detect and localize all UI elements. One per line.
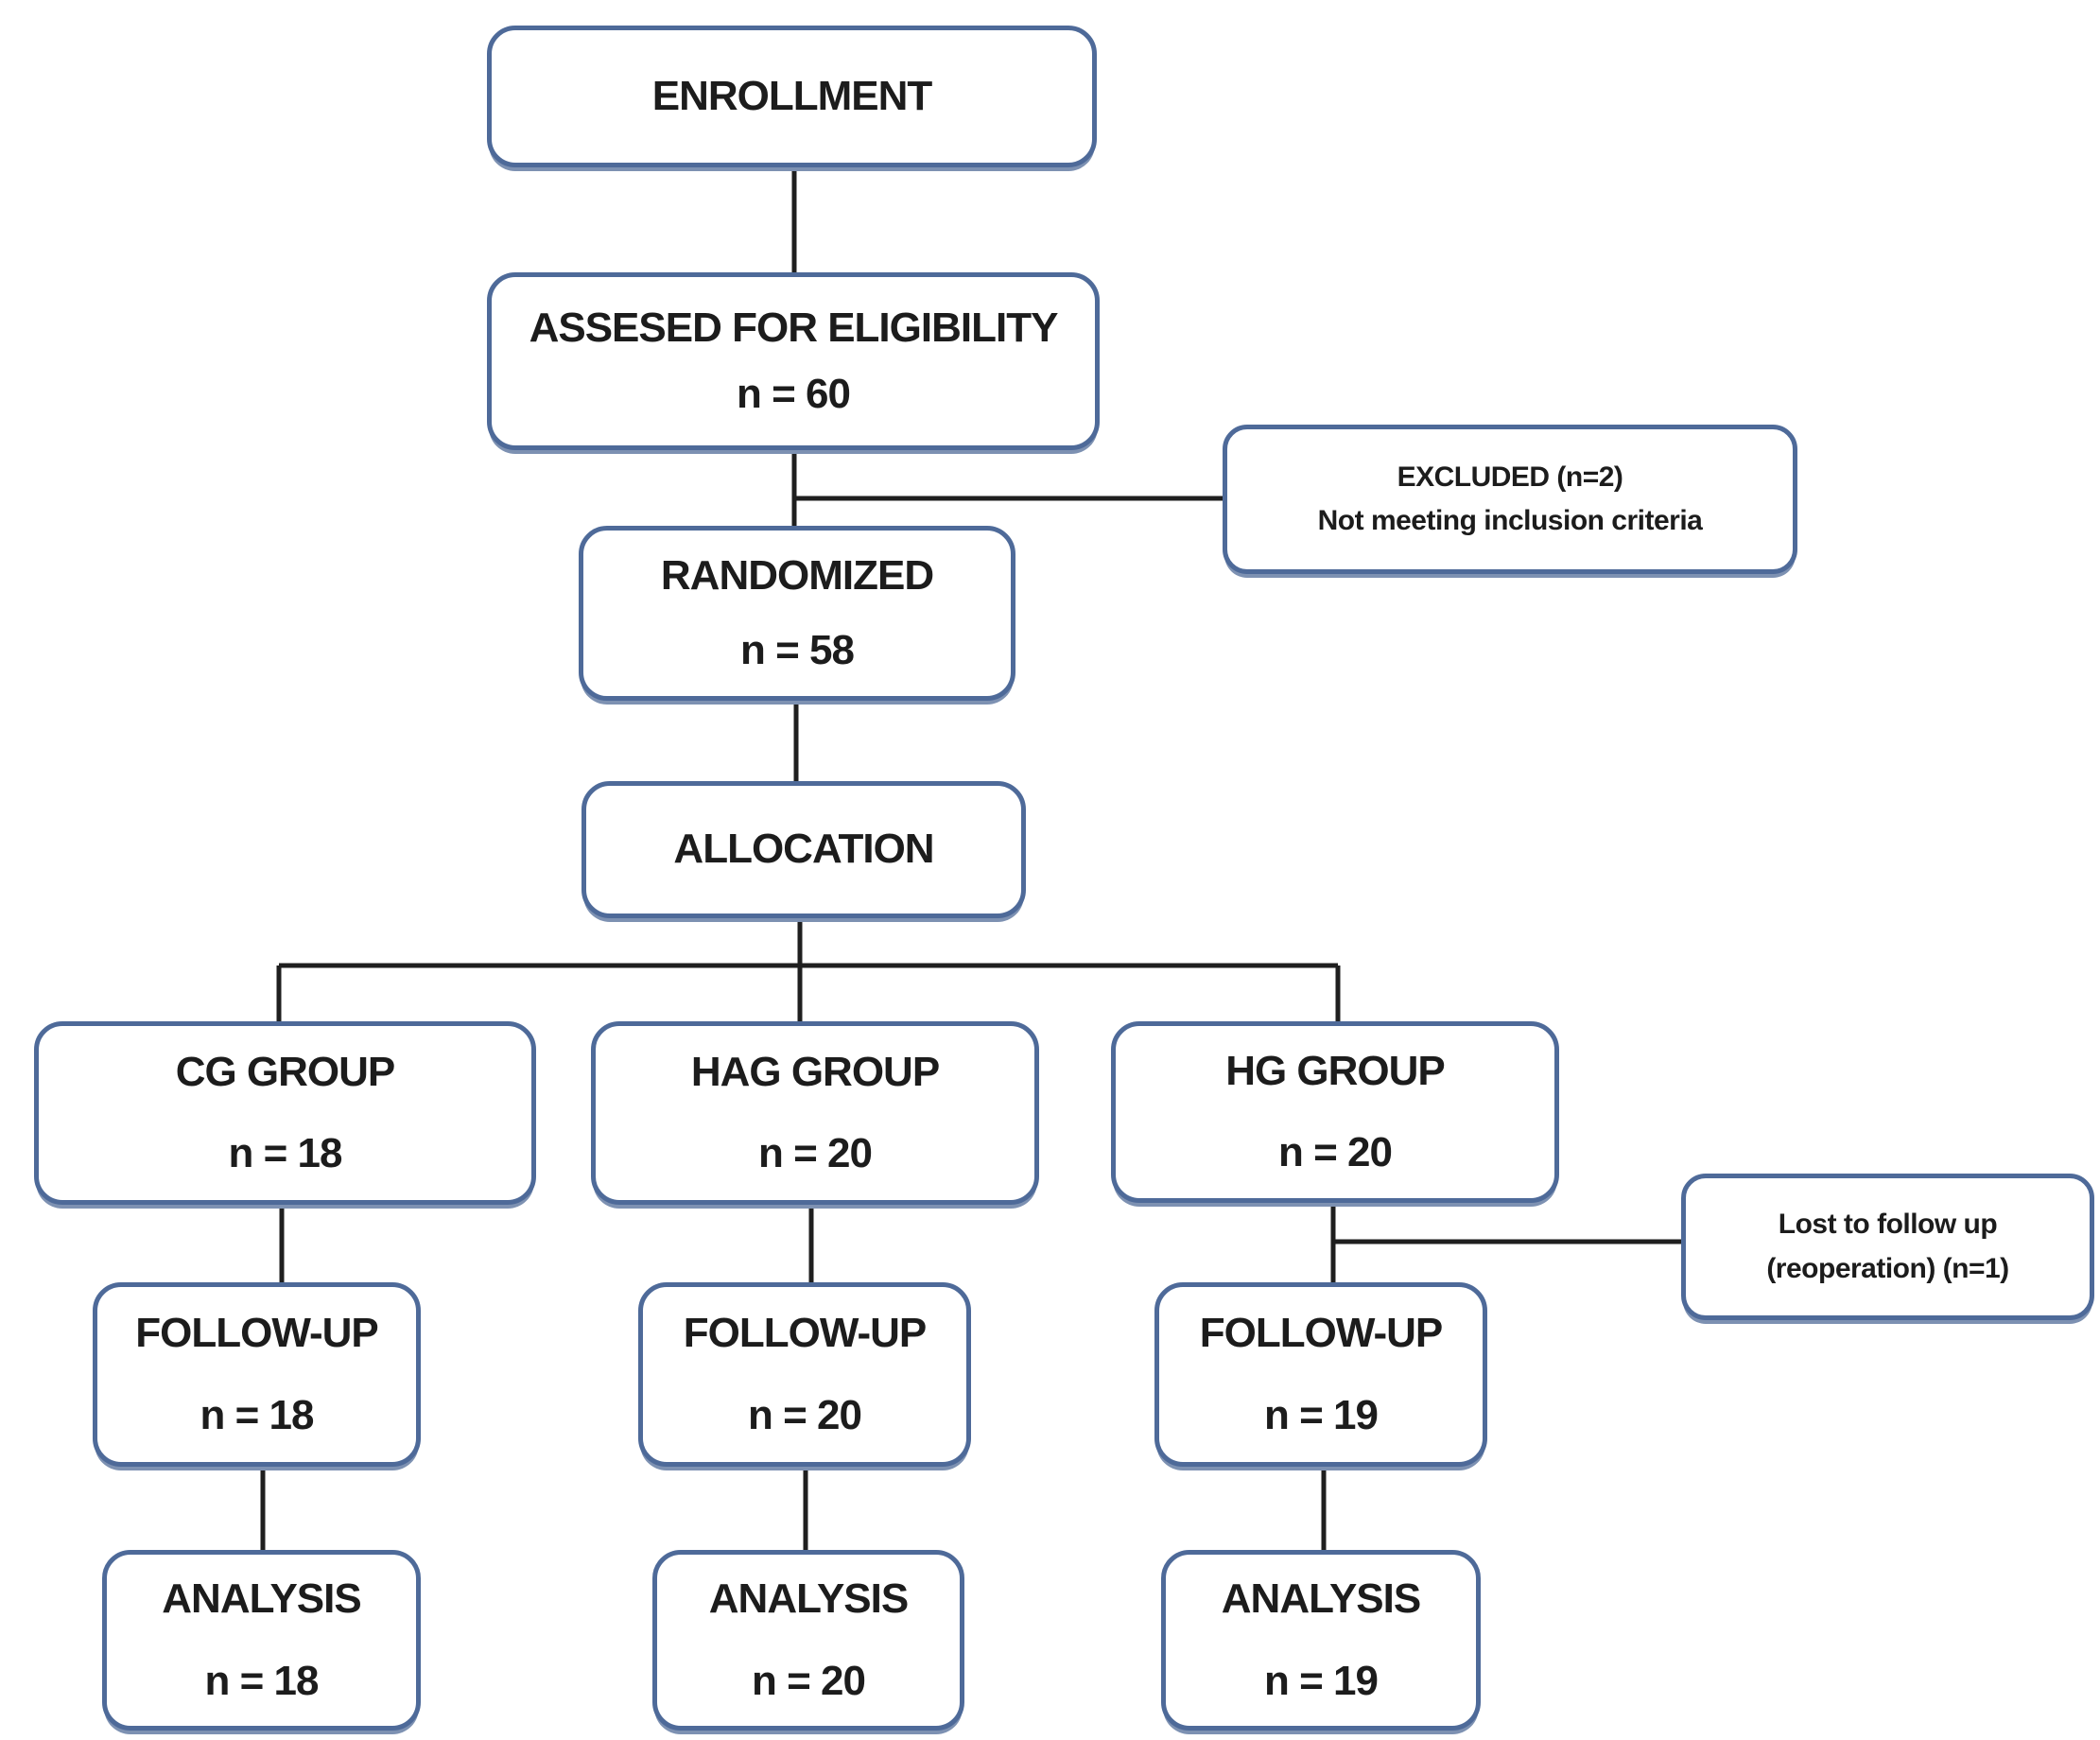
followup-hg-box: FOLLOW-UP n = 19 — [1154, 1282, 1487, 1467]
analysis-hg-label: ANALYSIS — [1221, 1575, 1421, 1623]
connector-lines — [260, 166, 1683, 1552]
analysis-cg-n: n = 18 — [204, 1657, 320, 1704]
analysis-hg-box: ANALYSIS n = 19 — [1161, 1550, 1481, 1731]
analysis-hag-box: ANALYSIS n = 20 — [652, 1550, 964, 1731]
cg-group-label: CG GROUP — [175, 1048, 396, 1095]
cg-group-box: CG GROUP n = 18 — [34, 1021, 536, 1205]
assessed-label: ASSESED FOR ELIGIBILITY — [529, 304, 1059, 351]
excluded-box: EXCLUDED (n=2) Not meeting inclusion cri… — [1223, 425, 1797, 574]
analysis-cg-label: ANALYSIS — [162, 1575, 361, 1623]
analysis-hg-n: n = 19 — [1264, 1657, 1379, 1704]
allocation-box: ALLOCATION — [581, 781, 1026, 918]
followup-cg-n: n = 18 — [200, 1391, 315, 1438]
cg-group-n: n = 18 — [228, 1130, 343, 1176]
followup-cg-box: FOLLOW-UP n = 18 — [93, 1282, 421, 1467]
followup-hag-label: FOLLOW-UP — [683, 1310, 928, 1357]
hag-group-box: HAG GROUP n = 20 — [591, 1021, 1039, 1205]
hg-group-box: HG GROUP n = 20 — [1111, 1021, 1559, 1203]
excluded-title: EXCLUDED (n=2) — [1397, 461, 1623, 493]
analysis-hag-n: n = 20 — [752, 1657, 866, 1704]
followup-cg-label: FOLLOW-UP — [135, 1310, 379, 1357]
lost-to-followup-box: Lost to follow up (reoperation) (n=1) — [1681, 1174, 2094, 1320]
enrollment-label: ENROLLMENT — [651, 72, 933, 119]
randomized-label: RANDOMIZED — [660, 552, 934, 600]
hg-group-n: n = 20 — [1278, 1129, 1393, 1175]
assessed-n: n = 60 — [737, 371, 851, 417]
followup-hag-box: FOLLOW-UP n = 20 — [638, 1282, 971, 1467]
hag-group-n: n = 20 — [758, 1130, 873, 1176]
excluded-reason: Not meeting inclusion criteria — [1317, 505, 1703, 536]
analysis-hag-label: ANALYSIS — [708, 1575, 909, 1623]
assessed-box: ASSESED FOR ELIGIBILITY n = 60 — [487, 272, 1100, 450]
lost-line2: (reoperation) (n=1) — [1766, 1252, 2009, 1284]
followup-hag-n: n = 20 — [748, 1391, 862, 1438]
followup-hg-label: FOLLOW-UP — [1199, 1310, 1444, 1357]
randomized-box: RANDOMIZED n = 58 — [579, 526, 1015, 701]
hag-group-label: HAG GROUP — [690, 1048, 940, 1095]
allocation-label: ALLOCATION — [673, 826, 934, 873]
hg-group-label: HG GROUP — [1225, 1047, 1446, 1094]
enrollment-box: ENROLLMENT — [487, 26, 1097, 167]
analysis-cg-box: ANALYSIS n = 18 — [102, 1550, 421, 1731]
lost-line1: Lost to follow up — [1778, 1209, 1998, 1240]
followup-hg-n: n = 19 — [1264, 1391, 1379, 1438]
randomized-n: n = 58 — [740, 626, 855, 673]
